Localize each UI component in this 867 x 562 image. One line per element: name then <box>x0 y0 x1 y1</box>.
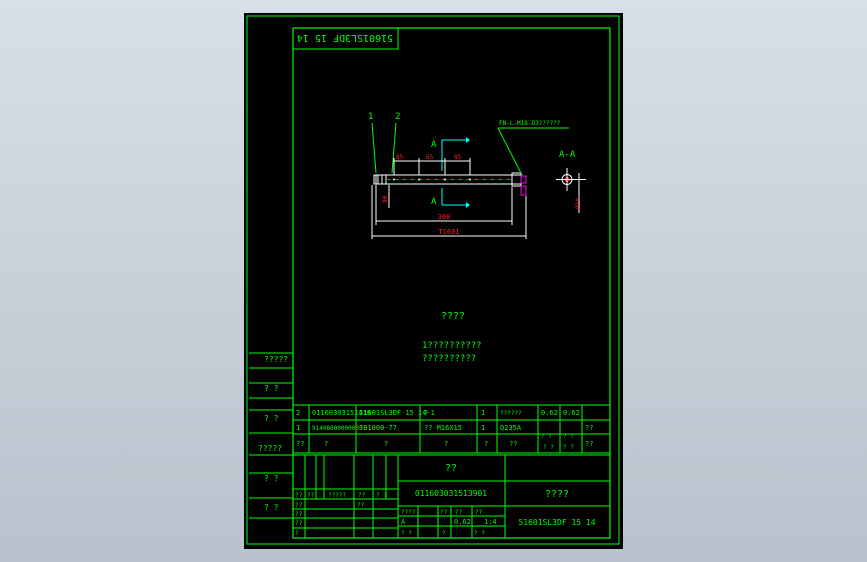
tb-sign-4: ? ? <box>376 492 387 499</box>
dim-spacing-2: 65 <box>426 154 434 161</box>
bom-h-code: ? <box>324 440 328 448</box>
strip-label-5: ? ? <box>264 503 279 512</box>
section-label-top: A <box>431 140 437 150</box>
tb-scale-label-0: ???? <box>401 509 416 516</box>
strip-label-1: ? ? <box>264 384 279 393</box>
tb-approval-2: ?? <box>295 520 303 527</box>
notes-line-1: 1?????????? <box>422 341 482 351</box>
drawing-canvas: 51601SL3DF 15 14 ????? ? ? ? ? ????? ? ?… <box>244 13 623 549</box>
bom-r2-unit-w: 0.62 <box>541 409 558 417</box>
part-view: 1 2 FN-L-M18-D3?????? A A 85 65 85 90 30… <box>368 112 569 239</box>
title-block <box>292 454 611 539</box>
bom-r1-material: Q235A <box>500 424 522 432</box>
tb-drawing-no: 011603031513901 <box>415 489 487 498</box>
balloon-1: 1 <box>368 112 373 122</box>
bom-h-material: ?? <box>509 440 517 448</box>
bom-table <box>292 404 611 454</box>
tb-sign-3: ?? <box>358 492 366 499</box>
tb-sign-2: ????? <box>328 492 346 499</box>
tb-part-name: ?? <box>445 463 457 474</box>
tb-scale-label-1: ?? <box>440 509 448 516</box>
notes-line-2: ?????????? <box>422 354 476 364</box>
bom-r1-no: 1 <box>296 424 300 432</box>
tb-approval-0: ?? <box>295 502 303 509</box>
tb-approval-1: ?? <box>295 511 303 518</box>
mirrored-title-box <box>292 27 399 50</box>
dim-spacing-1: 85 <box>396 154 404 161</box>
tb-approval-4: ?? <box>357 502 365 509</box>
bom-r2-code: 01160303151418 <box>312 409 371 417</box>
bom-r1-sub1: ? ? <box>541 433 552 440</box>
strip-label-3: ????? <box>258 444 282 453</box>
section-label-bottom: A <box>431 197 437 207</box>
tb-page-1: ? <box>442 530 446 537</box>
bom-r1-spec: ?? M16X15 <box>424 424 462 432</box>
tb-scale-label-2: ?? <box>455 509 463 516</box>
bom-r2-no: 2 <box>296 409 300 417</box>
part-code-note: FN-L-M18-D3?????? <box>499 120 561 127</box>
tb-company: ???? <box>545 489 569 500</box>
dim-overall: T1601 <box>438 228 459 236</box>
tb-scale-value-0: A <box>401 518 406 526</box>
tb-scale-label-3: ?? <box>475 509 483 516</box>
bom-h-spec: ? <box>444 440 448 448</box>
bom-r1-sub2: ? ? <box>563 433 574 440</box>
bom-r1-name: JB1000-77 <box>359 424 397 432</box>
bom-h-qty: ? <box>484 440 488 448</box>
outer-border <box>246 15 620 545</box>
cad-drawing: 51601SL3DF 15 14 ????? ? ? ? ? ????? ? ?… <box>246 15 620 545</box>
inner-border <box>292 27 611 539</box>
notes-heading: ???? <box>441 311 465 322</box>
bom-h-total: ? ? <box>563 444 574 451</box>
balloon-2: 2 <box>395 112 400 122</box>
tb-approval-3: ? <box>295 530 299 537</box>
bom-h-unit: ? ? <box>543 444 554 451</box>
tb-scale-value-2: 1:4 <box>484 518 497 526</box>
bom-r1-qty: 1 <box>481 424 485 432</box>
strip-label-0: ????? <box>264 355 288 364</box>
strip-label-2: ? ? <box>264 414 279 423</box>
dim-section: Ø10 <box>575 198 582 209</box>
mirrored-title: 51601SL3DF 15 14 <box>297 32 393 43</box>
bom-r2-qty: 1 <box>481 409 485 417</box>
bom-h-name: ? <box>384 440 388 448</box>
bom-r2-name: 51601SL3DF 15 14-1 <box>359 409 435 417</box>
bom-r2-total-w: 0.62 <box>563 409 580 417</box>
bom-h-no: ?? <box>296 440 304 448</box>
section-view: A-A Ø10 <box>556 150 586 213</box>
dim-spacing-3: 85 <box>454 154 462 161</box>
bom-r2-material: ?????? <box>500 410 522 417</box>
bom-r2-spec: ? <box>424 409 428 417</box>
bom-r1-code: 91408000000005 <box>312 425 363 432</box>
bom-r1-total: ?? <box>585 424 593 432</box>
section-view-label: A-A <box>559 150 576 160</box>
tb-sign-1: ?? <box>307 492 315 499</box>
tb-page-0: ? ? <box>401 530 412 537</box>
tb-scale-value-1: 0.62 <box>454 518 471 526</box>
bom-h-remark: ?? <box>585 440 593 448</box>
dim-vertical-left: 90 <box>382 195 389 203</box>
tb-sign-0: ?? <box>295 492 303 499</box>
tb-code: 51601SL3DF 15 14 <box>518 518 595 527</box>
dim-inner: 300 <box>438 213 451 221</box>
left-strip <box>249 352 293 519</box>
tb-page-2: ? ? <box>474 530 485 537</box>
fitting <box>520 175 527 184</box>
strip-label-4: ? ? <box>264 474 279 483</box>
